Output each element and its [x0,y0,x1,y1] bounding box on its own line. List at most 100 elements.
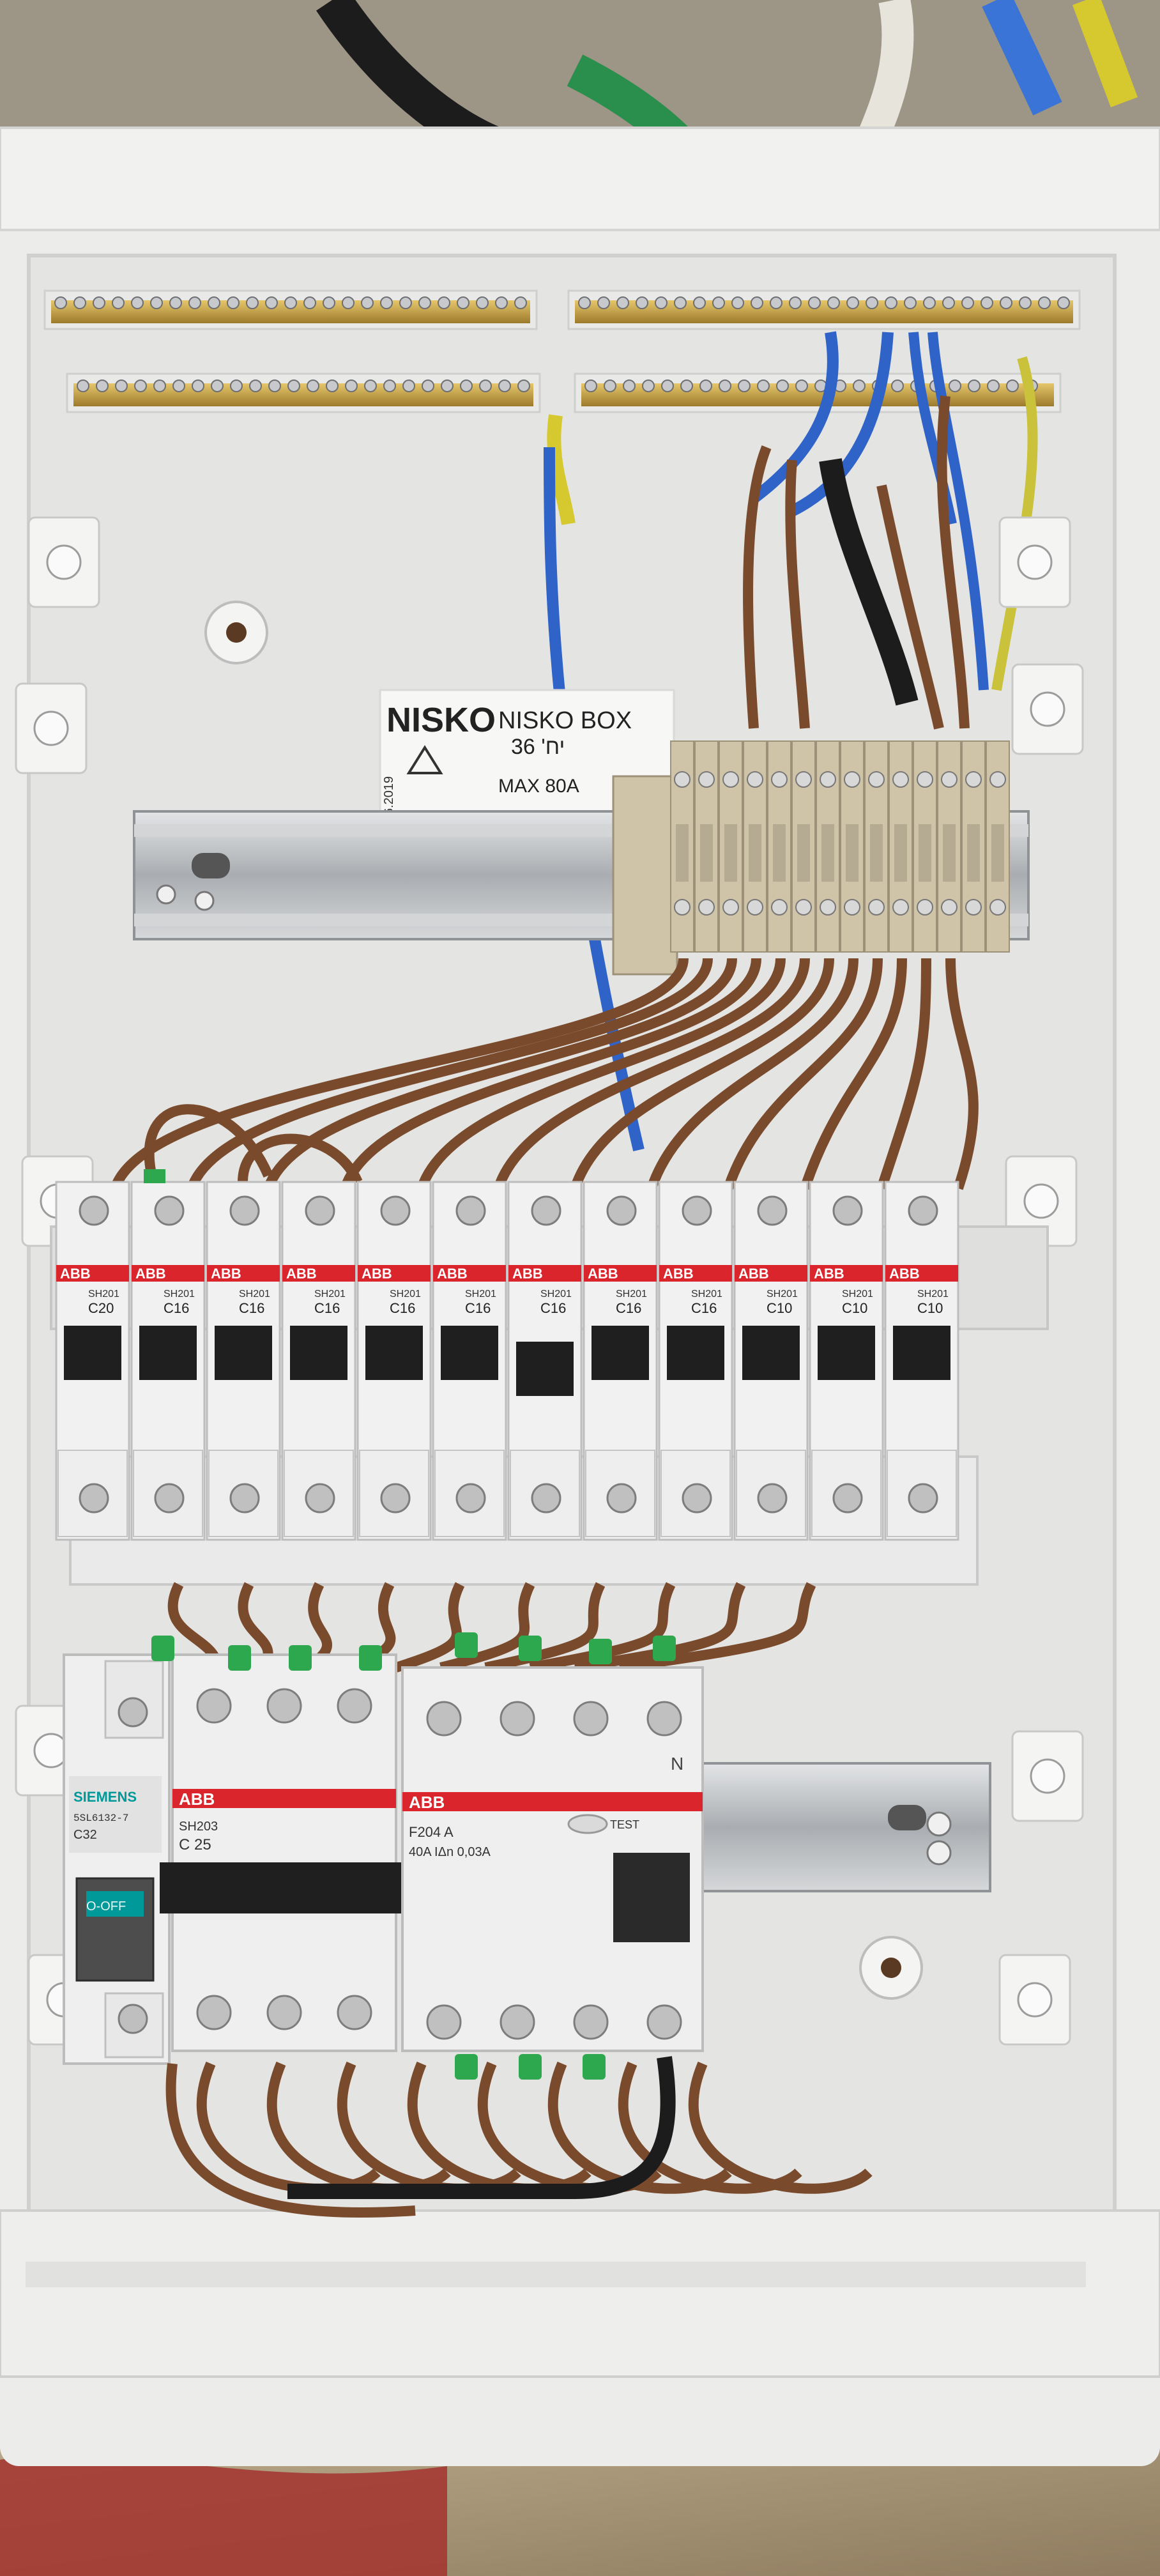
terminal-screw-icon[interactable] [747,899,763,916]
mcb-toggle[interactable] [818,1326,875,1380]
terminal-screw-icon[interactable] [868,771,885,788]
mcb-model: SH201 [465,1289,496,1300]
mcb-toggle[interactable] [742,1326,800,1380]
terminal-screw-icon[interactable] [892,899,909,916]
terminal-screw-icon[interactable] [844,899,860,916]
terminal-screw-icon[interactable] [917,771,933,788]
terminal-slot [991,824,1004,882]
mcb-toggle[interactable] [667,1326,724,1380]
rcd-test-label: TEST [610,1818,639,1831]
busbar-screw-icon [479,379,492,392]
busbar-screw-icon [303,296,316,309]
terminal-screw-icon [337,1995,372,2030]
mounting-clips [15,516,1084,2046]
terminal-screw-icon[interactable] [892,771,909,788]
terminal-screw-icon[interactable] [698,899,715,916]
three-pole-toggle[interactable] [160,1862,412,1913]
busbar-screw-icon [131,296,144,309]
terminal-screw-icon[interactable] [989,899,1006,916]
mcb-toggle[interactable] [290,1326,347,1380]
terminal-screw-icon[interactable] [698,771,715,788]
mcb-toggle[interactable] [893,1326,950,1380]
terminal-screw-icon [573,1701,609,1736]
terminal-screw-icon[interactable] [989,771,1006,788]
terminal-screw-icon[interactable] [917,899,933,916]
blue-wire [927,332,989,691]
terminal-slot [943,824,956,882]
mcb-toggle[interactable] [516,1342,574,1396]
terminal-screw-icon [606,1195,637,1226]
terminal-screw-icon[interactable] [771,899,788,916]
mcb-brand-strip [282,1265,355,1282]
mcb-toggle[interactable] [441,1326,498,1380]
mcb-brand: ABB [362,1266,392,1282]
busbar-screw-icon [115,379,128,392]
terminal-screw-icon[interactable] [844,771,860,788]
rcd-test-button[interactable] [567,1814,608,1834]
busbar-screw-icon [361,296,374,309]
terminal-screw-icon[interactable] [941,899,958,916]
terminal-screw-icon [908,1483,938,1514]
terminal-screw-icon[interactable] [965,899,982,916]
mcb-rating: C16 [691,1300,717,1316]
blue-wire [750,331,839,503]
terminal-screw-icon[interactable] [820,771,836,788]
terminal-screw-icon[interactable] [771,771,788,788]
busbar-screw-icon [227,296,240,309]
terminal-screw-icon [832,1195,863,1226]
terminal-screw-icon [380,1483,411,1514]
terminal-screw-icon[interactable] [795,899,812,916]
busbar-screw-icon [699,379,712,392]
mcb-toggle[interactable] [591,1326,649,1380]
residual-current-device[interactable]: ABB F204 A 40A IΔn 0,03A TEST N [401,1666,704,2052]
three-pole-breaker[interactable]: ABB SH203 C 25 [160,1653,412,2052]
mcb-toggle[interactable] [139,1326,197,1380]
mcb-model: SH201 [390,1289,421,1300]
red-cable-on-floor [0,2455,447,2576]
busbar-screw-icon [307,379,319,392]
mcb-model: SH201 [88,1289,119,1300]
brown-wire [340,958,761,1190]
terminal-screw-icon[interactable] [941,771,958,788]
mcb-brand-strip [132,1265,204,1282]
rcd-toggle[interactable] [613,1853,690,1942]
terminal-screw-icon[interactable] [674,899,691,916]
terminal-screw-icon[interactable] [722,771,739,788]
busbar-screw-icon [517,379,530,392]
busbar-screw-icon [441,379,454,392]
mcb-brand: ABB [512,1266,543,1282]
mcb-toggle[interactable] [64,1326,121,1380]
siemens-main-breaker[interactable]: SIEMENS 5SL6132-7 C32 O-OFF [63,1653,171,2065]
terminal-screw-icon[interactable] [722,899,739,916]
terminal-screw-icon[interactable] [747,771,763,788]
terminal-screw-icon[interactable] [868,899,885,916]
three-pole-model: SH203 [179,1820,218,1834]
terminal-slot [919,824,931,882]
terminal-screw-icon[interactable] [795,771,812,788]
terminal-screw-icon [154,1195,185,1226]
mcb-toggle[interactable] [365,1326,423,1380]
busbar-screw-icon [495,296,508,309]
busbar-screw-icon [757,379,770,392]
mcb-rating: C20 [88,1300,114,1316]
busbar-screw-icon [731,296,744,309]
busbar-screw-icon [904,296,917,309]
terminal-screw-icon[interactable] [965,771,982,788]
mcb-toggle[interactable] [215,1326,272,1380]
busbar-screw-icon [719,379,731,392]
terminal-screw-icon[interactable] [674,771,691,788]
siemens-model: 5SL6132-7 [73,1813,128,1824]
terminal-screw-icon[interactable] [820,899,836,916]
